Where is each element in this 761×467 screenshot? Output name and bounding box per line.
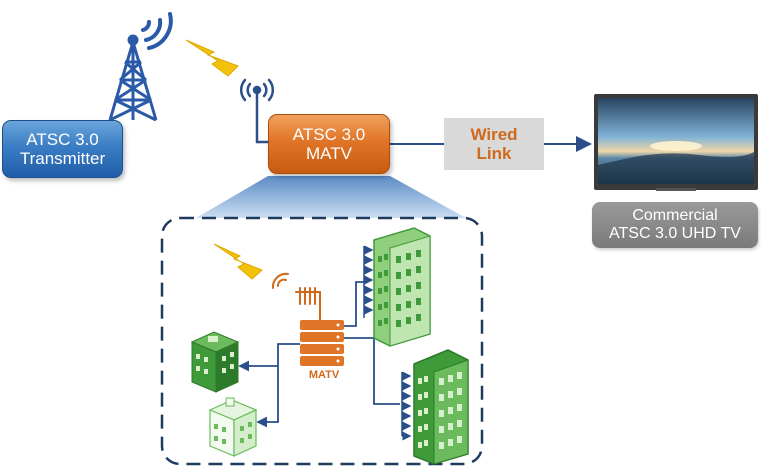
tv-line2: ATSC 3.0 UHD TV [609,225,741,242]
transmitter-line1: ATSC 3.0 [26,129,99,149]
zoom-beam [196,176,466,218]
inset-lightning-bolt-icon [213,243,263,280]
matv-line1: ATSC 3.0 [292,124,366,144]
atsc-transmitter-label: ATSC 3.0 Transmitter [2,120,123,178]
inset-antenna-icon [271,272,321,321]
wired-link-label: Wired Link [444,118,544,170]
wired-link-line2: Link [476,144,512,163]
matv-equipment-icon [300,320,344,366]
tv-line1: Commercial [632,207,718,225]
uhd-tv-icon [594,94,758,191]
atsc-matv-label: ATSC 3.0 MATV [268,114,390,174]
small-building-icon [190,331,240,393]
receiving-antenna-icon [240,78,274,144]
matv-line2: MATV [306,144,352,163]
inset-matv-caption: MATV [308,369,340,381]
lightning-bolt-icon [185,39,239,77]
distribution-wiring [244,281,400,423]
building-inset-frame [160,216,484,466]
broadcast-tower-icon [108,34,158,122]
house-building-icon [208,397,258,457]
commercial-tv-label: Commercial ATSC 3.0 UHD TV [592,202,758,248]
transmitter-line2: Transmitter [19,149,106,168]
upper-tower-feed-arrows [363,245,374,318]
tall-building-lower-icon [413,349,469,465]
wired-link-line1: Wired [470,124,518,144]
lower-tower-feed-arrows [401,371,412,441]
tall-building-upper-icon [373,227,431,347]
signal-waves-icon [141,12,173,50]
